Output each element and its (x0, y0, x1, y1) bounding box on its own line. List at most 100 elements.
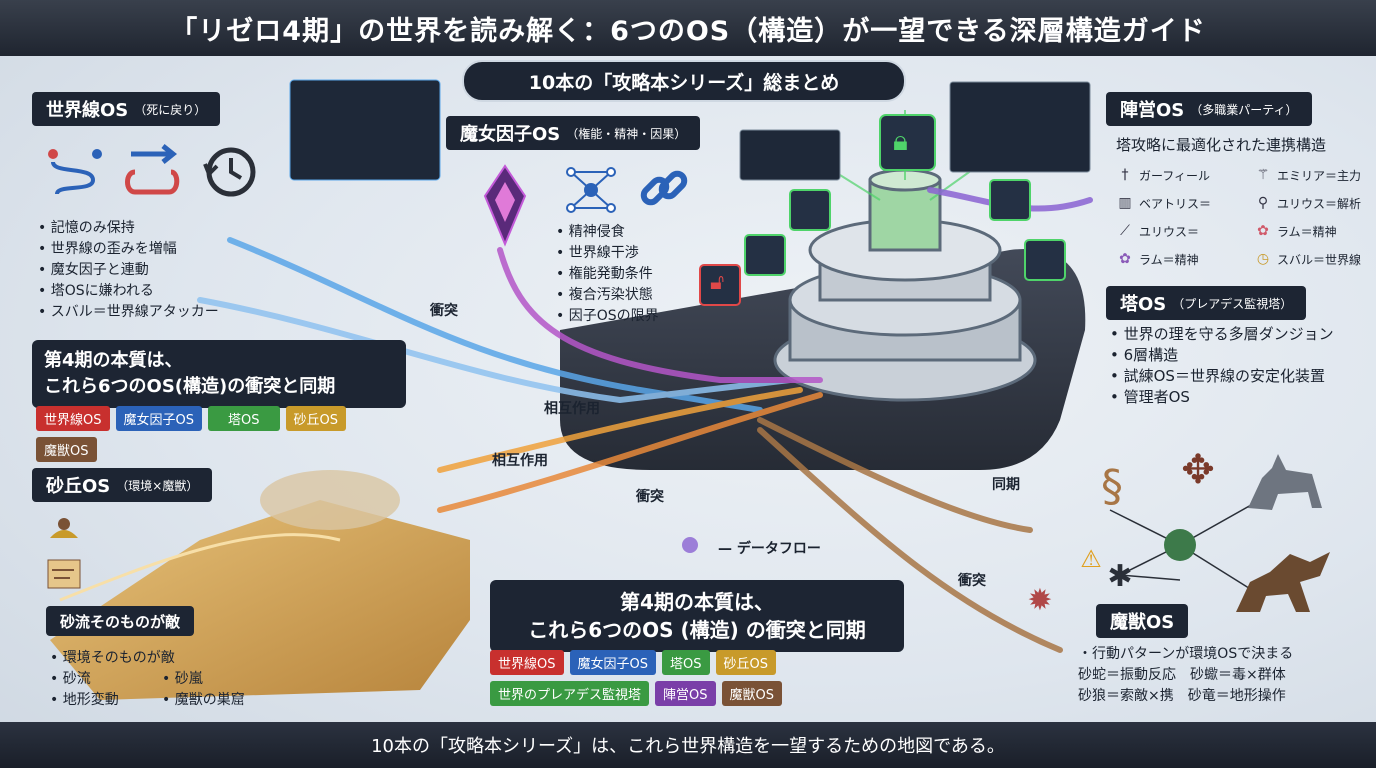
member-item: † ガーフィール (1116, 166, 1254, 184)
magnifier-icon: ⚲ (1257, 195, 1269, 211)
member-label: ガーフィール (1139, 168, 1211, 183)
tag-tower: 塔OS (662, 650, 710, 675)
dune-subtitle: （環境×魔獣） (116, 478, 199, 493)
page-title: 「リゼロ4期」の世界を読み解く：6つのOS（構造）が一望できる深層構造ガイド (0, 0, 1376, 56)
list-item: 精神侵食 (556, 222, 659, 243)
lock-icon: 🔒︎ (893, 124, 908, 157)
beast-heading: 魔獣OS (1096, 604, 1189, 638)
member-label: ラム＝精神 (1277, 224, 1337, 239)
essence-line: 第4期の本質は、 (44, 350, 183, 371)
tag-faction: 陣営OS (655, 681, 716, 706)
data-node (682, 537, 698, 553)
tag-pleiades-tower: 世界のプレアデス監視塔 (490, 681, 650, 706)
list-item: 6層構造 (1110, 345, 1334, 366)
padlock-red-icon: 🔓︎ (710, 270, 725, 295)
tag-beast: 魔獣OS (36, 437, 97, 462)
spider-icon: ✹ (1027, 582, 1053, 618)
dune-sub-title: 砂流そのものが敵 (60, 612, 181, 631)
virus-node (1164, 529, 1196, 561)
essence-box-left: 第4期の本質は、 これら6つのOS(構造)の衝突と同期 (32, 340, 406, 408)
member-label: ユリウス＝解析 (1277, 196, 1362, 211)
list-item: 試練OS＝世界線の安定化装置 (1110, 366, 1334, 387)
world-line-bullets: 記憶のみ保持 世界線の歪みを増幅 魔女因子と連動 塔OSに嫌われる スバル＝世界… (38, 218, 219, 323)
tag-dune: 砂丘OS (715, 650, 776, 675)
flow-label-collision: 衝突 (958, 573, 986, 589)
list-item: 砂嵐 (162, 669, 274, 690)
faction-heading: 陣営OS （多職業パーティ） (1106, 92, 1312, 126)
flow-label-mutual: 相互作用 (492, 453, 548, 469)
warning-icon: ⚠ (1080, 545, 1102, 573)
brain-icon: ✿ (1257, 223, 1269, 239)
witch-factor-title: 魔女因子OS (460, 124, 561, 145)
tag-beast: 魔獣OS (721, 681, 783, 706)
footer-caption: 10本の「攻略本シリーズ」は、これら世界構造を一望するための地図である。 (0, 722, 1376, 768)
list-item: 因子OSの限界 (556, 306, 659, 327)
witch-factor-subtitle: （権能・精神・因果） (566, 126, 687, 141)
wand-icon: ⟋ (1120, 223, 1130, 239)
wind-cloud-icon (44, 556, 84, 592)
subtitle-pill: 10本の「攻略本シリーズ」総まとめ (462, 60, 906, 102)
tag-tower: 塔OS (208, 406, 280, 431)
tag-world-line: 世界線OS (490, 650, 564, 675)
list-item: 世界線干渉 (556, 243, 659, 264)
list-item: 砂流 (50, 669, 162, 690)
flow-label-collision: 衝突 (430, 303, 458, 319)
dune-heading: 砂丘OS （環境×魔獣） (32, 468, 213, 502)
flow-label-mutual: 相互作用 (544, 401, 600, 417)
dune-bullets: 環境そのものが敵 砂流 砂嵐 地形変動 魔獣の巣窟 (50, 648, 300, 711)
member-item: ⟋ユリウス＝ (1116, 222, 1254, 240)
loop-arrows-icon (118, 140, 188, 204)
member-item: ✿ ラム＝精神 (1116, 250, 1254, 268)
list-item: 複合汚染状態 (556, 285, 659, 306)
witch-factor-bullets: 精神侵食 世界線干渉 権能発動条件 複合汚染状態 因子OSの限界 (556, 222, 659, 327)
faction-title: 陣営OS (1120, 100, 1185, 121)
brain-purple-icon: ✿ (1119, 251, 1131, 267)
list-item: 砂狼＝索敵×携 砂竜＝地形操作 (1078, 688, 1286, 704)
member-item: ◷スバル＝世界線 (1254, 250, 1374, 268)
faction-caption: 塔攻略に最適化された連携構造 (1116, 136, 1327, 154)
history-clock-icon (196, 142, 262, 202)
world-line-heading: 世界線OS （死に戻り） (32, 92, 221, 126)
member-label: ベアトリス＝ (1139, 196, 1212, 211)
flow-label-sync: 同期 (992, 477, 1020, 493)
list-item: 地形変動 (50, 690, 162, 711)
tag-world-line: 世界線OS (36, 406, 110, 431)
list-item: 管理者OS (1110, 387, 1334, 408)
list-item: 魔女因子と連動 (38, 260, 219, 281)
member-label: ラム＝精神 (1139, 252, 1199, 267)
essence-box-center: 第4期の本質は、 これら6つのOS (構造) の衝突と同期 (490, 580, 904, 652)
world-map-panel (289, 79, 441, 181)
tag-witch-factor: 魔女因子OS (569, 650, 656, 675)
network-nodes-icon (558, 160, 624, 220)
list-item: 魔獣の巣窟 (162, 690, 274, 711)
essence-line: 第4期の本質は、 (620, 590, 774, 614)
member-item: ⚲ ユリウス＝解析 (1254, 194, 1374, 212)
member-label: スバル＝世界線 (1277, 252, 1362, 267)
sand-storm (260, 470, 400, 530)
chain-link-icon (634, 158, 694, 218)
wolf-icon (1240, 446, 1330, 526)
world-line-subtitle: （死に戻り） (134, 102, 207, 117)
tag-dune: 砂丘OS (285, 406, 346, 431)
list-item: 世界線の歪みを増幅 (38, 239, 219, 260)
list-item: 環境そのものが敵 (50, 648, 274, 669)
flow-label-collision: 衝突 (636, 489, 664, 505)
tower-heading: 塔OS （プレアデス監視塔） (1106, 286, 1307, 320)
tower-subtitle: （プレアデス監視塔） (1172, 296, 1293, 311)
dune-subheading: 砂流そのものが敵 (46, 606, 195, 636)
member-item: ✿ ラム＝精神 (1254, 222, 1374, 240)
flow-label-dataflow: — データフロー (718, 541, 821, 557)
witch-factor-heading: 魔女因子OS （権能・精神・因果） (446, 116, 701, 150)
dune-title: 砂丘OS (46, 476, 111, 497)
member-item: ⚚エミリア＝主力 (1254, 166, 1374, 184)
route-icon (40, 142, 110, 202)
faction-members: † ガーフィール ⚚エミリア＝主力 ▥ ベアトリス＝ ⚲ ユリウス＝解析 ⟋ユリウス＝… (1116, 166, 1374, 268)
monitor-panel-right (949, 81, 1091, 173)
list-item: 世界の理を守る多層ダンジョン (1110, 324, 1334, 345)
essence-line: これら6つのOS (構造) の衝突と同期 (528, 618, 866, 642)
sand-dragon-icon (1228, 540, 1338, 620)
book-icon: ▥ (1118, 195, 1132, 211)
sword-icon: † (1121, 167, 1129, 183)
os-flows (197, 187, 1093, 653)
